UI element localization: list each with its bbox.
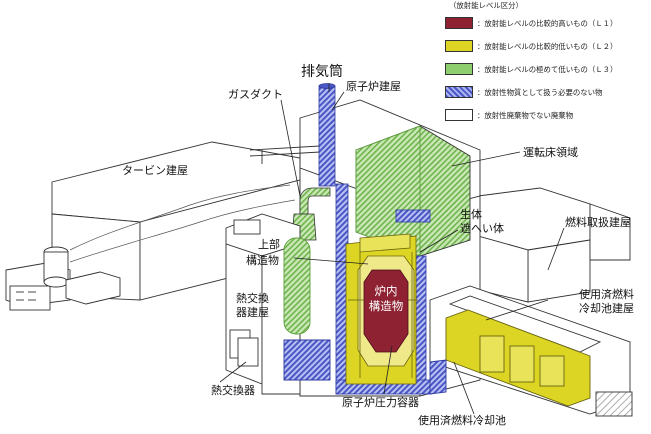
- legend-swatch-l1: [445, 17, 473, 30]
- legend-swatch-l2: [445, 40, 473, 53]
- legend-item-l2: ：放射能レベルの比較的低いもの（Ｌ２）: [445, 38, 649, 54]
- label-upper-structure-line2: 構造物: [246, 254, 279, 267]
- legend-swatch-non-radioactive-material: [445, 86, 473, 99]
- label-reactor-pressure-vessel: 原子炉圧力容器: [342, 396, 419, 409]
- label-biological-shield-line2: 遮へい体: [460, 222, 504, 235]
- fuel-handling-building-shape: [477, 187, 631, 303]
- label-core-structure: 炉内 構造物: [364, 284, 408, 314]
- legend-label-l2: ：放射能レベルの比較的低いもの（Ｌ２）: [477, 41, 618, 51]
- label-exhaust-stack: 排気筒: [301, 64, 343, 80]
- legend-label-l1: ：放射能レベルの比較的高いもの（Ｌ１）: [477, 18, 618, 28]
- legend-item-non-radioactive-waste: ：放射性廃棄物でない廃棄物: [445, 107, 649, 123]
- label-spent-fuel-pool: 使用済燃料冷却池: [418, 414, 506, 427]
- label-biological-shield-line1: 生体: [460, 208, 482, 221]
- label-operating-floor: 運転床領域: [523, 146, 578, 159]
- legend-swatch-l3: [445, 63, 473, 76]
- label-upper-structure-line1: 上部: [258, 238, 280, 251]
- label-spent-fuel-pool-building-line1: 使用済燃料: [579, 288, 634, 301]
- legend: （放射能レベル区分） ：放射能レベルの比較的高いもの（Ｌ１） ：放射能レベルの比…: [445, 2, 649, 130]
- label-reactor-building: 原子炉建屋: [346, 80, 401, 93]
- label-heat-exchanger: 熱交換器: [211, 384, 255, 397]
- label-gas-duct: ガスダクト: [228, 88, 283, 101]
- label-heat-exchanger-building-line2: 器建屋: [236, 306, 269, 319]
- label-fuel-handling-building: 燃料取扱建屋: [565, 216, 631, 229]
- label-turbine-building: タービン建屋: [122, 164, 188, 177]
- legend-label-l3: ：放射能レベルの極めて低いもの（Ｌ３）: [477, 64, 618, 74]
- legend-label-non-radioactive-waste: ：放射性廃棄物でない廃棄物: [477, 110, 574, 120]
- legend-title: （放射能レベル区分）: [449, 1, 523, 10]
- spent-fuel-pool-building-shape: [429, 285, 633, 417]
- heat-exchanger-building-shape: [225, 213, 331, 395]
- annex-left-shape: [5, 246, 121, 311]
- legend-item-l1: ：放射能レベルの比較的高いもの（Ｌ１）: [445, 15, 649, 31]
- legend-swatch-non-radioactive-waste: [445, 109, 473, 122]
- reactor-internals: [335, 183, 433, 395]
- exhaust-stack-shape: [318, 83, 336, 187]
- label-core-structure-line1: 炉内: [374, 284, 398, 298]
- legend-label-non-radioactive-material: ：放射性物質として扱う必要のない物: [477, 87, 603, 97]
- leader-lines: [219, 83, 565, 415]
- label-heat-exchanger-building-line1: 熱交換: [236, 292, 269, 305]
- label-core-structure-line2: 構造物: [368, 298, 404, 313]
- label-spent-fuel-pool-building-line2: 冷却池建屋: [579, 302, 634, 315]
- legend-item-non-radioactive-material: ：放射性物質として扱う必要のない物: [445, 84, 649, 100]
- legend-item-l3: ：放射能レベルの極めて低いもの（Ｌ３）: [445, 61, 649, 77]
